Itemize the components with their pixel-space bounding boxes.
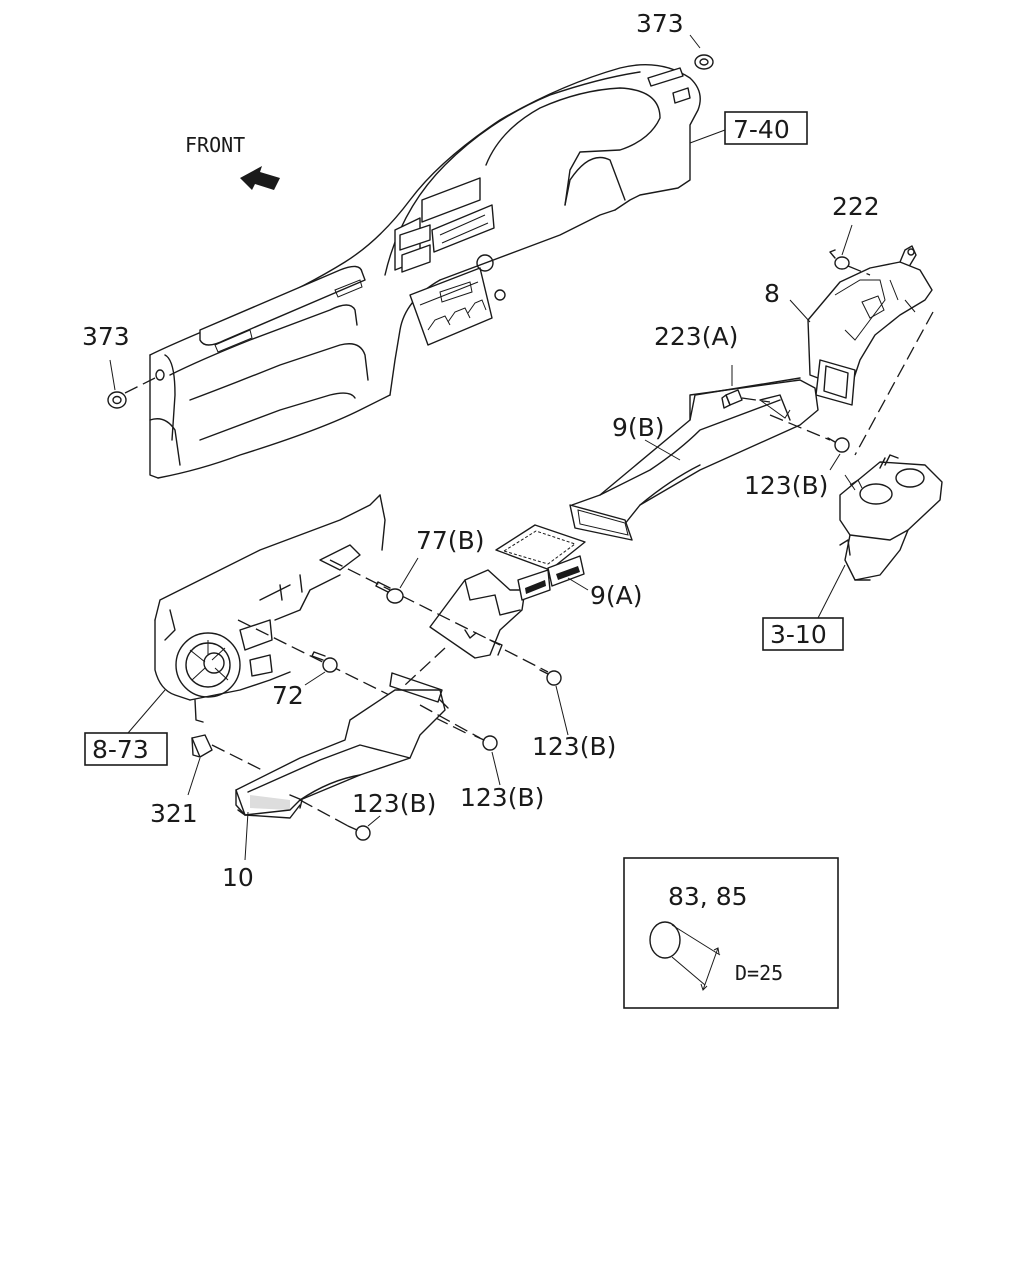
label-123b-bottom: 123(B) <box>352 789 436 818</box>
label-77b: 77(B) <box>416 526 484 555</box>
inset-part-numbers: 83, 85 <box>668 882 748 911</box>
part-9a-adapter: 9(A) <box>429 524 643 659</box>
label-3-10: 3-10 <box>770 620 827 649</box>
label-9a: 9(A) <box>590 581 643 610</box>
label-123b-mid: 123(B) <box>532 732 616 761</box>
front-direction: FRONT <box>185 133 280 190</box>
part-123b-lower-screw: 123(B) <box>419 704 544 812</box>
label-222: 222 <box>832 192 880 221</box>
part-373-top: 373 <box>636 9 714 70</box>
inset-plug-detail: 83, 85 D=25 <box>623 857 839 1009</box>
part-123b-right-screw: 123(B) <box>744 414 850 500</box>
part-8-bracket: 8 <box>764 245 933 406</box>
label-123b-right: 123(B) <box>744 471 828 500</box>
label-321: 321 <box>150 799 198 828</box>
label-123b-lower: 123(B) <box>460 783 544 812</box>
part-123b-bottom-screw: 123(B) <box>299 789 436 841</box>
label-223a: 223(A) <box>654 322 738 351</box>
front-arrow-icon <box>240 166 280 190</box>
part-123b-mid-screw: 123(B) <box>504 649 616 761</box>
ref-3-10-console: 3-10 <box>762 311 943 651</box>
label-10: 10 <box>222 863 254 892</box>
part-77b-screw: 77(B) <box>329 526 501 646</box>
label-7-40: 7-40 <box>733 115 790 144</box>
label-8-73: 8-73 <box>92 735 149 764</box>
plug-circle-icon <box>649 921 681 959</box>
instrument-panel <box>149 63 701 479</box>
inset-dimension: D=25 <box>735 961 783 985</box>
label-373-left: 373 <box>82 322 130 351</box>
front-label: FRONT <box>185 133 245 157</box>
part-9b-duct: 9(B) <box>569 377 819 541</box>
label-373-top: 373 <box>636 9 684 38</box>
part-223a-clip: 223(A) <box>654 322 771 409</box>
part-321-clip: 321 <box>150 734 263 828</box>
part-373-left: 373 <box>82 322 156 409</box>
part-222-screw: 222 <box>829 192 880 276</box>
ref-8-73: 8-73 <box>84 689 168 766</box>
blower-unit <box>154 494 386 723</box>
label-72: 72 <box>272 681 304 710</box>
ref-7-40: 7-40 <box>689 111 808 145</box>
part-72-screw: 72 <box>237 619 471 736</box>
label-8: 8 <box>764 279 780 308</box>
label-9b: 9(B) <box>612 413 665 442</box>
part-10-duct: 10 <box>222 647 449 892</box>
